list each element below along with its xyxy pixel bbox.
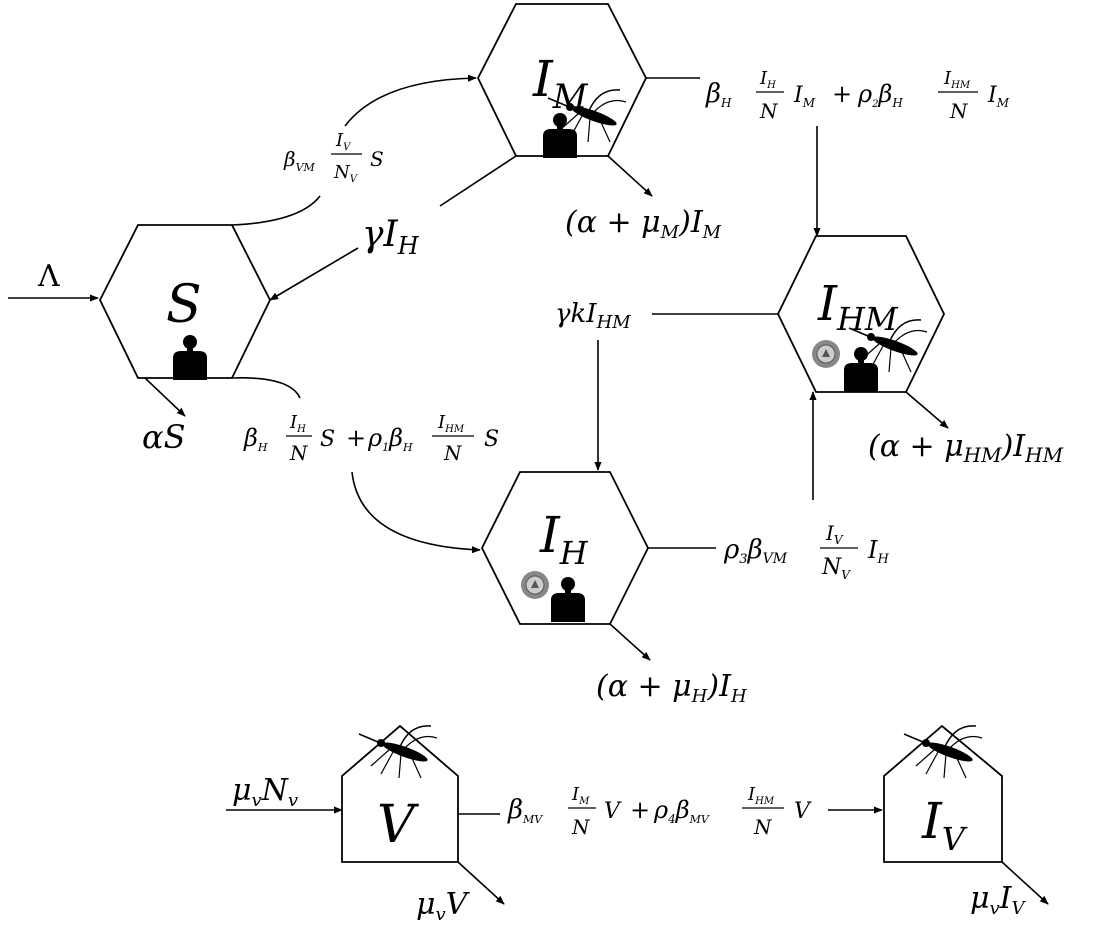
svg-text:N: N: [753, 815, 773, 839]
virus-icon: [811, 339, 841, 369]
compartment-IHM-label: IHM: [817, 276, 899, 338]
svg-text:S: S: [484, 427, 499, 452]
death-IHM-label: (α + μHM)IHM: [868, 429, 1064, 467]
svg-text:NV: NV: [333, 162, 359, 185]
arrow-V-death: [457, 861, 505, 905]
svg-text:βH: βH: [705, 79, 732, 110]
rate-V-to-IV: βMV IM N V + ρ4βMV IHM N V: [507, 784, 812, 839]
svg-text:IM: IM: [987, 83, 1010, 110]
svg-text:IM: IM: [793, 83, 816, 110]
svg-text:NV: NV: [821, 555, 851, 582]
arrow-gammaIH-to-S: [269, 247, 359, 301]
arrow-S-to-IH: [351, 471, 481, 554]
rate-S-to-IM: βVM IV NV S: [283, 130, 384, 185]
svg-text:S: S: [370, 147, 384, 171]
svg-text:N: N: [759, 99, 779, 123]
death-V-label: μvV: [416, 887, 471, 925]
svg-text:ρ3βVM: ρ3βVM: [723, 535, 788, 567]
arrow-S-death: [144, 377, 186, 417]
lambda-label: Λ: [37, 259, 60, 294]
svg-text:IHM: IHM: [747, 784, 775, 807]
svg-text:IHM: IHM: [943, 68, 971, 91]
svg-text:βMV: βMV: [507, 795, 543, 826]
compartment-V-label: V: [377, 795, 419, 855]
compartment-IH-label: IH: [539, 506, 589, 572]
arrow-IM-death: [607, 155, 653, 197]
arrow-IM-to-S: [439, 155, 517, 207]
compartment-V-box: [341, 724, 459, 863]
svg-text:IHM: IHM: [437, 412, 465, 435]
svg-text:IV: IV: [825, 521, 844, 547]
recruitment-label: μvNv: [232, 773, 298, 811]
gamma-IH-label: γIH: [362, 214, 420, 260]
svg-text:V: V: [794, 799, 812, 824]
arrow-IV-death: [1001, 861, 1049, 905]
svg-text:N: N: [289, 441, 309, 465]
svg-text:+: +: [346, 424, 366, 452]
arrow-IHM-death: [905, 391, 949, 429]
svg-text:IH: IH: [759, 68, 776, 91]
death-IM-label: (α + μM)IM: [565, 205, 722, 243]
svg-text:+: +: [630, 796, 650, 824]
svg-text:IM: IM: [571, 784, 590, 807]
svg-text:ρ4βMV: ρ4βMV: [653, 796, 710, 826]
compartment-IM-label: IM: [532, 50, 589, 117]
rate-S-to-IH: βH IH N S + ρ1βH IHM N S: [243, 412, 499, 465]
rate-IM-to-IHM: βH IH N IM + ρ2βH IHM N IM: [705, 68, 1010, 123]
svg-text:S: S: [320, 427, 335, 452]
alpha-S-label: αS: [142, 418, 186, 456]
svg-text:ρ1βH: ρ1βH: [367, 424, 413, 454]
virus-icon: [520, 570, 550, 600]
svg-text:IH: IH: [867, 536, 889, 567]
svg-text:βVM: βVM: [283, 147, 316, 174]
arrow-S-to-IM-upper: [344, 74, 477, 127]
compartment-S-label: S: [166, 275, 202, 335]
svg-text:+: +: [832, 80, 852, 108]
svg-text:IV: IV: [335, 130, 352, 153]
svg-text:βH: βH: [243, 424, 268, 454]
svg-text:IH: IH: [289, 412, 306, 435]
line-S-to-IH-rate: [231, 377, 301, 399]
gammak-IHM-label: γkIHM: [555, 299, 631, 333]
arrow-IH-death: [609, 623, 651, 661]
svg-text:V: V: [604, 799, 622, 824]
svg-text:N: N: [949, 99, 969, 123]
svg-text:N: N: [571, 815, 591, 839]
death-IH-label: (α + μH)IH: [596, 669, 747, 707]
svg-text:N: N: [443, 441, 463, 465]
arrow-S-to-IM: [231, 195, 321, 226]
svg-text:ρ2βH: ρ2βH: [857, 80, 903, 110]
death-IV-label: μvIV: [970, 881, 1027, 919]
rate-IH-to-IHM: ρ3βVM IV NV IH: [723, 521, 889, 582]
compartment-IV-label: IV: [921, 792, 968, 858]
